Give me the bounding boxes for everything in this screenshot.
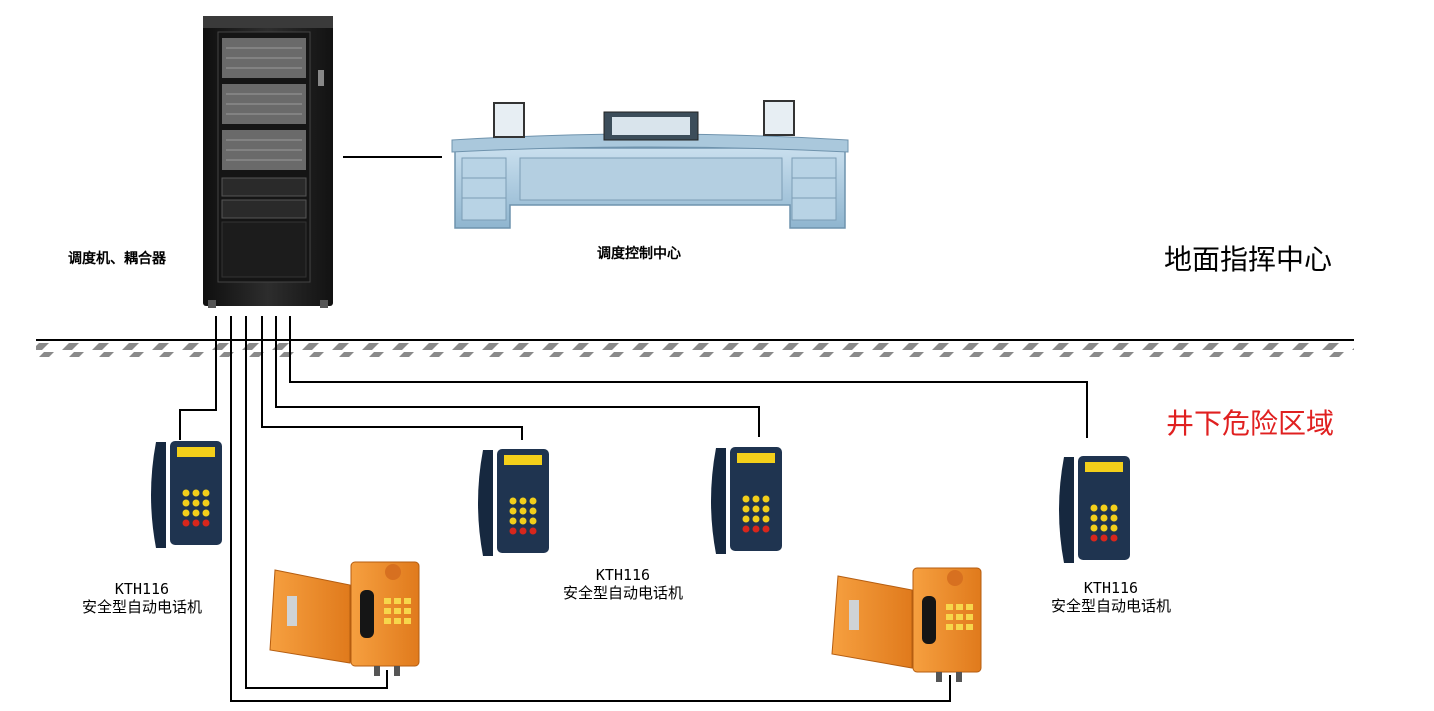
phone-description: 安全型自动电话机 <box>81 598 202 616</box>
ground-line <box>36 339 1354 357</box>
phone-model: KTH116 <box>595 566 651 584</box>
orange-wall-phone-icon <box>269 561 420 676</box>
server-rack-icon <box>203 16 333 308</box>
dispatch-console-icon <box>451 100 849 229</box>
phone-label-2: KTH116 安全型自动电话机 <box>553 566 693 602</box>
phone-label-3: KTH116 安全型自动电话机 <box>1041 579 1181 615</box>
phone-description: 安全型自动电话机 <box>562 584 683 602</box>
explosion-proof-phone-icon <box>478 449 549 556</box>
explosion-proof-phone-icon <box>711 447 782 554</box>
surface-zone-label: 地面指挥中心 <box>1164 243 1333 276</box>
explosion-proof-phone-icon <box>151 441 222 548</box>
explosion-proof-phone-icon <box>1059 456 1130 563</box>
phone-model: KTH116 <box>1083 579 1139 597</box>
wiring <box>179 156 1088 702</box>
phone-label-1: KTH116 安全型自动电话机 <box>72 580 212 616</box>
control-center-label: 调度控制中心 <box>597 246 681 262</box>
switch-cabinet-label: 调度机、耦合器 <box>68 251 166 267</box>
phone-model: KTH116 <box>114 580 170 598</box>
orange-wall-phone-icon <box>831 567 982 682</box>
underground-zone-label: 井下危险区域 <box>1166 407 1335 440</box>
phone-description: 安全型自动电话机 <box>1050 597 1171 615</box>
